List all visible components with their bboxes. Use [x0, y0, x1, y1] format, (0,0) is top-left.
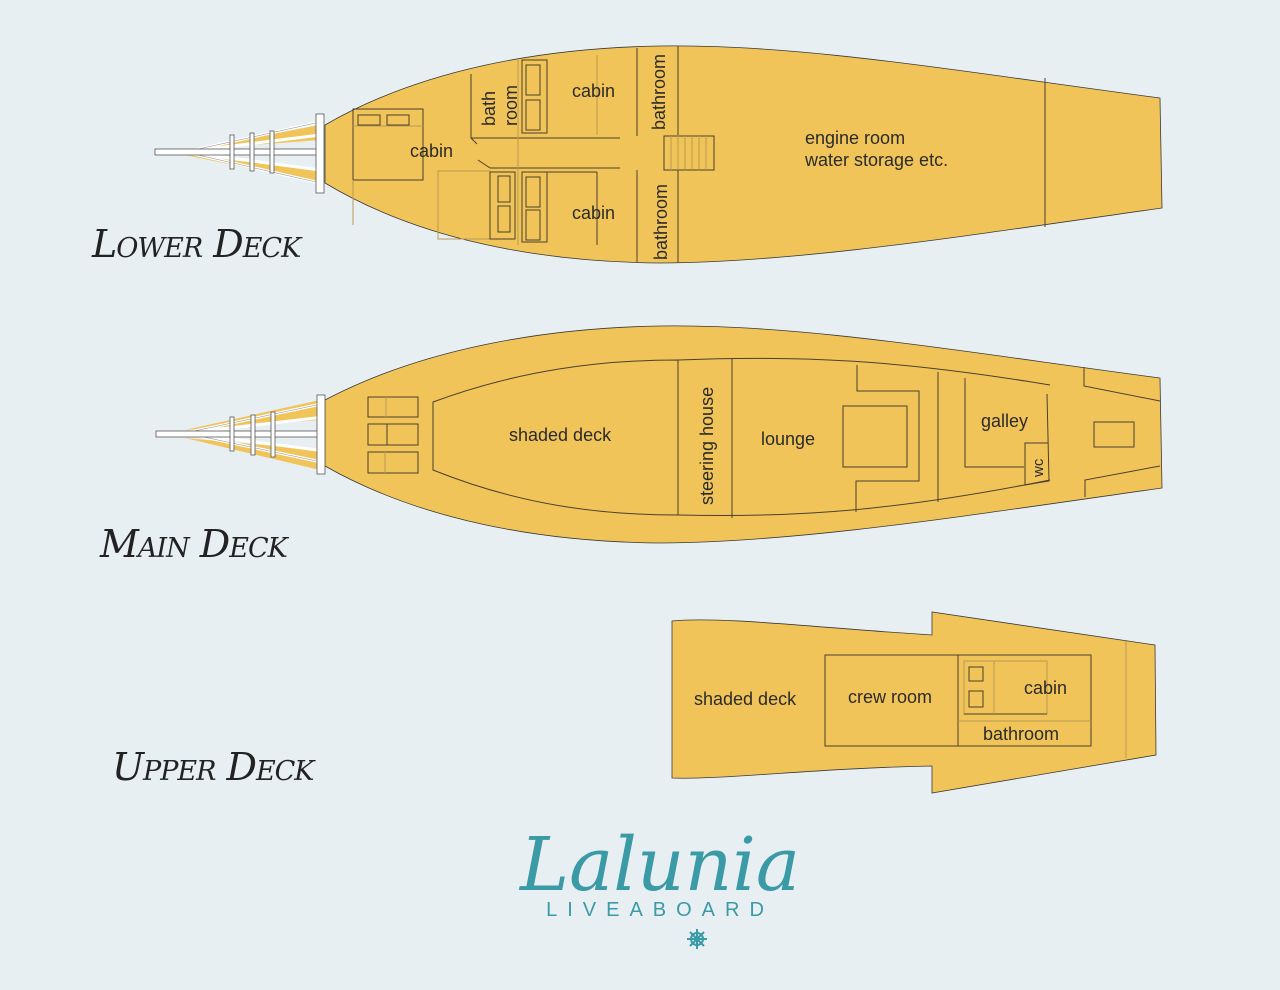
room-label-engine-room: engine room	[805, 128, 905, 148]
logo-tagline: LIVEABOARD	[500, 899, 820, 922]
room-label-bathroom-top: bathroom	[649, 54, 669, 130]
room-label-shaded-deck: shaded deck	[509, 425, 612, 445]
room-label-shaded-deck-upper: shaded deck	[694, 689, 797, 709]
deck-title-upper: Upper Deck	[112, 745, 314, 789]
logo-wordmark: Lalunia	[519, 822, 801, 908]
deck-title-lower: Lower Deck	[92, 222, 301, 266]
room-label-cabin: cabin	[410, 141, 453, 161]
bowsprit-crossbar	[316, 394, 326, 475]
room-label-cabin-top: cabin	[572, 81, 615, 101]
logo-tagline-text: LIVEABOARD	[546, 899, 774, 921]
upper-deck-plan: shaded deck crew room cabin bathroom	[671, 611, 1157, 794]
staircase	[663, 135, 715, 171]
room-label-galley: galley	[981, 411, 1028, 431]
ship-wheel-icon	[686, 928, 708, 950]
room-label-bath: bath	[479, 91, 499, 126]
deck-title-main: Main Deck	[100, 522, 288, 566]
bowsprit	[155, 398, 341, 470]
room-label-cabin-upper: cabin	[1024, 678, 1067, 698]
bowsprit	[154, 113, 325, 194]
room-label-water-storage: water storage etc.	[804, 150, 948, 170]
room-label-bathroom-bottom: bathroom	[651, 184, 671, 260]
brand-logo: Lalunia LIVEABOARD	[500, 822, 820, 950]
main-deck-plan: shaded deck steering house lounge galley…	[155, 325, 1163, 544]
lower-deck-plan: cabin bath room cabin cabin bathroom bat…	[154, 45, 1163, 264]
room-label-room: room	[501, 85, 521, 126]
room-label-steering-house: steering house	[697, 387, 717, 505]
room-label-bathroom-upper: bathroom	[983, 724, 1059, 744]
room-label-lounge: lounge	[761, 429, 815, 449]
room-label-cabin-bottom: cabin	[572, 203, 615, 223]
room-label-wc: wc	[1030, 458, 1047, 478]
room-label-crew-room: crew room	[848, 687, 932, 707]
